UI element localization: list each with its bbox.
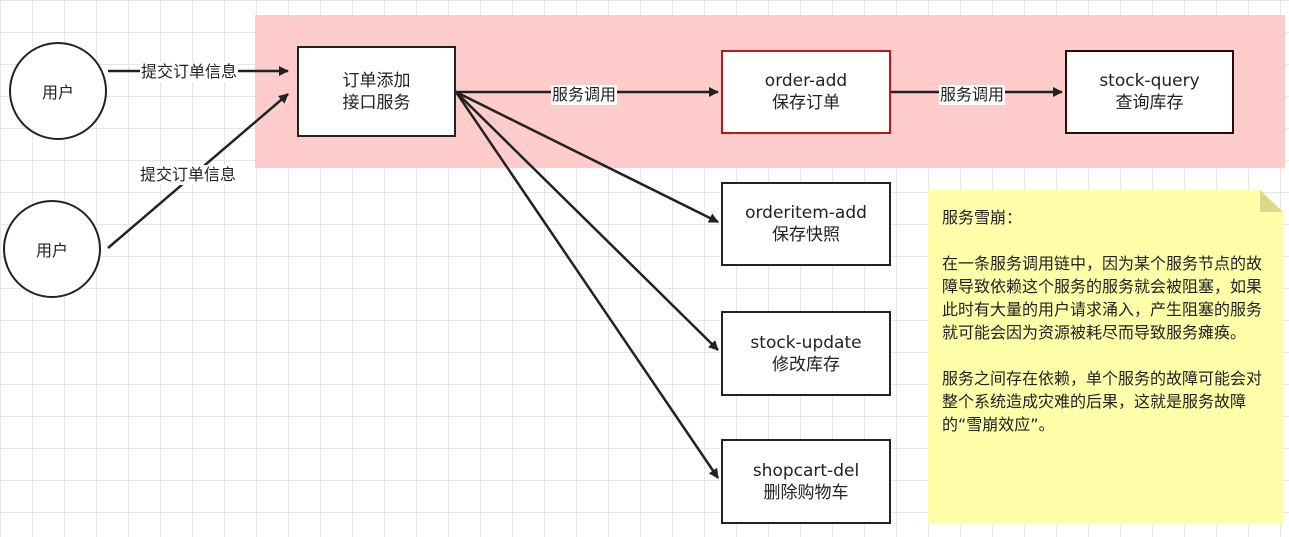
node-line-1: shopcart-del xyxy=(752,460,860,481)
order-add-node[interactable]: order-add 保存订单 xyxy=(721,50,891,134)
stock-update-node[interactable]: stock-update 修改库存 xyxy=(721,311,891,396)
note-title: 服务雪崩： xyxy=(942,208,1023,227)
node-line-1: orderitem-add xyxy=(745,203,867,223)
edge-label-service-call: 服务调用 xyxy=(551,85,618,105)
node-line-2: 删除购物车 xyxy=(763,482,849,503)
shopcart-del-node[interactable]: shopcart-del 删除购物车 xyxy=(721,439,891,524)
avalanche-note[interactable]: 服务雪崩： 在一条服务调用链中，因为某个服务节点的故障导致依赖这个服务的服务就会… xyxy=(928,190,1283,524)
node-line-1: order-add xyxy=(764,71,848,91)
order-api-node[interactable]: 订单添加 接口服务 xyxy=(297,46,456,137)
edge-order-api-to-orderitem-add xyxy=(455,90,719,224)
edge-order-api-to-stock-update xyxy=(455,91,719,351)
note-paragraph: 在一条服务调用链中，因为某个服务节点的故障导致依赖这个服务的服务就会被阻塞，如果… xyxy=(942,254,1263,342)
user-node-label: 用户 xyxy=(41,83,74,102)
node-line-2: 修改库存 xyxy=(772,354,840,375)
orderitem-add-node[interactable]: orderitem-add 保存快照 xyxy=(721,182,891,266)
user-node-1[interactable]: 用户 xyxy=(9,42,107,140)
node-line-2: 保存快照 xyxy=(772,225,840,245)
node-line-1: 订单添加 xyxy=(342,70,411,91)
node-line-1: stock-query xyxy=(1099,71,1200,91)
user-node-2[interactable]: 用户 xyxy=(3,200,101,298)
note-paragraph: 服务之间存在依赖，单个服务的故障可能会对整个系统造成灾难的后果，这就是服务故障的… xyxy=(942,369,1263,434)
edge-label-submit-order: 提交订单信息 xyxy=(139,165,238,185)
node-line-2: 查询库存 xyxy=(1115,93,1184,113)
edge-order-api-to-shopcart-del xyxy=(454,91,720,479)
edge-label-submit-order: 提交订单信息 xyxy=(140,62,239,82)
edge-label-service-call: 服务调用 xyxy=(939,85,1006,105)
node-line-2: 接口服务 xyxy=(342,92,411,113)
user-node-label: 用户 xyxy=(35,241,68,260)
node-line-1: stock-update xyxy=(750,332,862,353)
node-line-2: 保存订单 xyxy=(772,93,840,113)
stock-query-node[interactable]: stock-query 查询库存 xyxy=(1065,50,1234,134)
